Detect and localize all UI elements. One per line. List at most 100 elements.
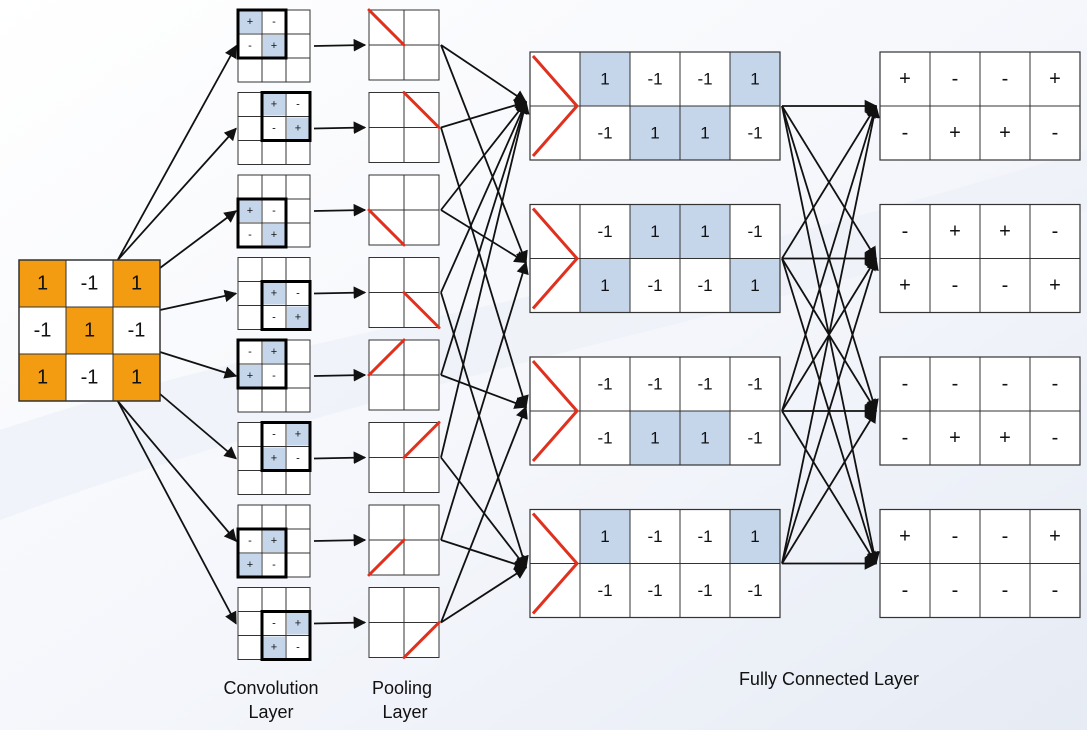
fc-cell-value: 1	[600, 276, 609, 295]
conv-sign: -	[296, 288, 300, 300]
conv-window-border	[260, 91, 312, 142]
arrow-input-to-conv	[117, 400, 237, 542]
output-sign: +	[1049, 526, 1061, 548]
fc-cell-value: 1	[700, 222, 709, 241]
arrow-conv-to-pool	[313, 121, 367, 135]
fc-cell-value: 1	[700, 429, 709, 448]
conv-window-cell	[239, 11, 261, 33]
pool-grid	[367, 8, 440, 81]
fc-cell	[729, 410, 781, 466]
conv-window-cell	[263, 554, 285, 576]
conv-cell	[237, 174, 263, 200]
pool-red-line	[402, 291, 441, 329]
conv-sign: +	[271, 535, 277, 547]
conv-sign: -	[296, 99, 300, 111]
conv-sign: -	[248, 229, 252, 241]
fc-cell-value: -1	[747, 429, 762, 448]
conv-sign: -	[272, 618, 276, 630]
conv-window-cell	[263, 117, 285, 140]
conv-filter: +--+	[236, 174, 311, 249]
output-cell	[1029, 509, 1081, 564]
pool-cell	[403, 374, 440, 411]
conv-window-cell	[263, 282, 285, 305]
fc-cell-value: -1	[697, 581, 712, 600]
conv-sign: +	[295, 429, 301, 441]
connection-arrows	[116, 38, 880, 630]
fc-cell-value: -1	[697, 276, 712, 295]
fc-cell-value: -1	[597, 222, 612, 241]
pool-red-line	[367, 538, 406, 577]
input-cell-value: -1	[81, 273, 99, 295]
arrow-pool-to-fc	[440, 99, 528, 129]
conv-cell	[237, 470, 263, 495]
output-sign: +	[949, 427, 961, 449]
output-block-border	[879, 356, 1081, 466]
conv-sign: +	[247, 559, 253, 571]
pool-grid	[367, 338, 440, 411]
fc-chevron	[531, 207, 579, 310]
fc-cell-value: 1	[700, 124, 709, 143]
fc-cell	[729, 258, 781, 313]
output-sign: +	[999, 122, 1011, 144]
arrow-input-to-conv	[159, 210, 238, 269]
conv-sign: +	[247, 16, 253, 28]
pool-cell	[368, 92, 405, 128]
pool-cell	[403, 504, 440, 541]
pool-cell	[368, 127, 405, 163]
arrow-conv-to-pool	[313, 286, 367, 300]
pool-cell	[368, 622, 405, 658]
conv-window-cell	[263, 200, 285, 222]
output-cell	[979, 258, 1031, 313]
pool-layer-label-line2: Layer	[382, 702, 427, 722]
input-cell	[112, 259, 161, 308]
fc-cell-value: 1	[650, 429, 659, 448]
conv-window-cell	[287, 93, 309, 116]
pool-cell	[403, 339, 440, 376]
conv-cell	[237, 57, 263, 83]
conv-sign: -	[272, 205, 276, 217]
conv-window-cell	[263, 306, 285, 329]
output-cell	[1029, 258, 1081, 313]
output-cell	[879, 204, 931, 259]
conv-layer-label-line1: Convolution	[223, 678, 318, 698]
fc-chevron	[531, 360, 579, 462]
output-cell	[1029, 105, 1081, 161]
output-sign: -	[902, 580, 909, 602]
fc-cell	[679, 258, 731, 313]
arrow-pool-to-fc	[440, 100, 528, 293]
conv-layer-label-line2: Layer	[248, 702, 293, 722]
fc-cell-value: 1	[600, 70, 609, 89]
conv-cell	[237, 635, 263, 660]
conv-window-border	[260, 610, 312, 661]
conv-window-cell	[287, 117, 309, 140]
arrow-fc-to-output	[781, 257, 879, 564]
conv-window-border	[236, 338, 288, 390]
conv-sign: +	[295, 312, 301, 324]
conv-sign: -	[272, 370, 276, 382]
arrow-conv-to-pool	[313, 38, 367, 52]
pool-cell	[368, 587, 405, 623]
pool-red-line	[402, 91, 441, 129]
arrow-pool-to-fc	[440, 101, 527, 211]
output-cell	[879, 410, 931, 466]
conv-sign: +	[247, 205, 253, 217]
output-sign: -	[1052, 373, 1059, 395]
input-cell	[112, 306, 161, 355]
output-sign: -	[1052, 221, 1059, 243]
output-cell	[929, 410, 981, 466]
conv-window-cell	[263, 224, 285, 246]
output-block: +--+-++-	[879, 51, 1081, 161]
arrow-pool-to-fc	[440, 292, 529, 569]
conv-window-cell	[239, 200, 261, 222]
conv-sign: +	[271, 346, 277, 358]
output-cell	[879, 563, 931, 618]
pool-cell	[403, 457, 440, 493]
arrow-pool-to-fc	[440, 405, 528, 623]
arrow-input-to-conv	[117, 127, 237, 261]
conv-cell	[285, 140, 311, 165]
conv-sign: +	[271, 99, 277, 111]
conv-cell	[237, 305, 263, 330]
